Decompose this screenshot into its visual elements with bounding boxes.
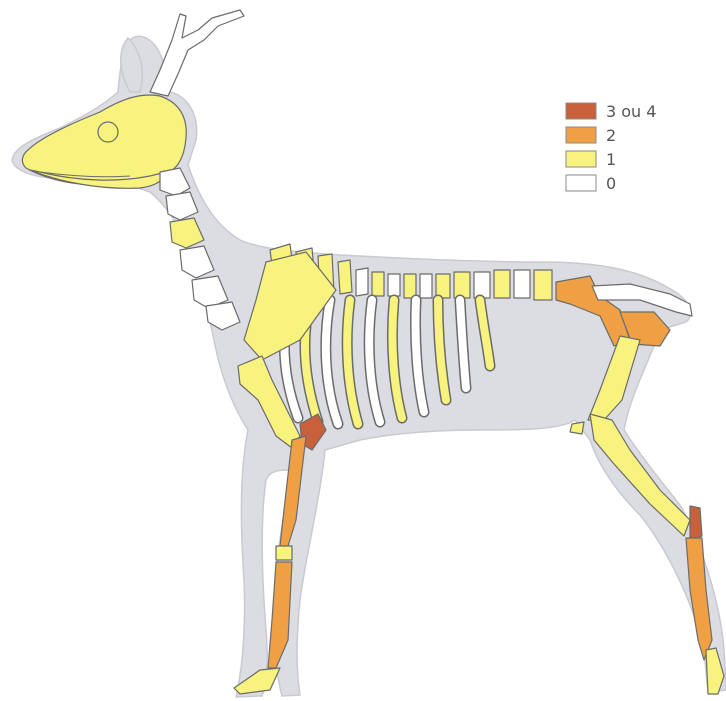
legend-item: 2 [566,126,616,145]
legend-label: 1 [606,150,616,169]
legend-swatch [566,127,596,143]
antler [150,10,244,96]
legend-item: 1 [566,150,616,169]
legend-label: 0 [606,174,616,193]
legend-swatch [566,103,596,119]
legend-label: 3 ou 4 [606,102,656,121]
legend-item: 0 [566,174,616,193]
legend: 3 ou 4 2 1 0 [566,102,656,193]
legend-label: 2 [606,126,616,145]
legend-item: 3 ou 4 [566,102,656,121]
legend-swatch [566,175,596,191]
legend-swatch [566,151,596,167]
